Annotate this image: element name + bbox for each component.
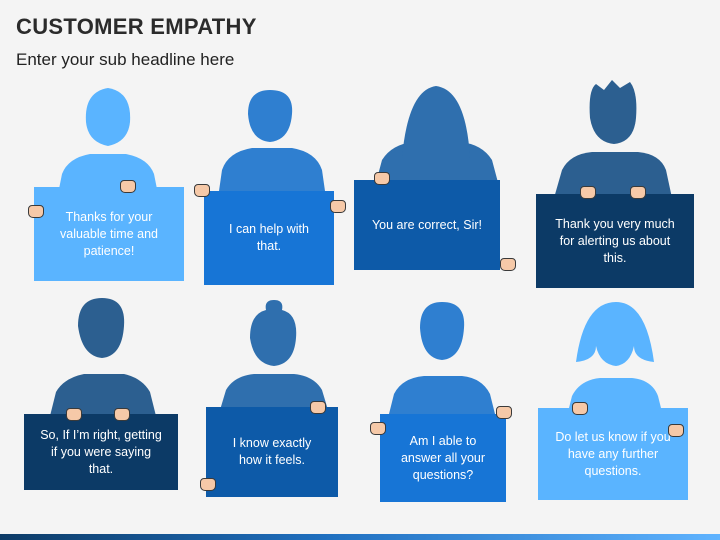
empathy-card-2: I can help with that. [192, 88, 352, 288]
person-silhouette-icon [566, 302, 664, 420]
hand-icon [374, 172, 390, 185]
hand-icon [194, 184, 210, 197]
hand-icon [668, 424, 684, 437]
figure-body [50, 374, 156, 416]
person-silhouette-icon [388, 302, 496, 418]
figure-head [589, 80, 637, 144]
figure-head [250, 300, 297, 366]
sign-text: I can help with that. [229, 222, 309, 253]
hand-icon [370, 422, 386, 435]
sign-board: So, If I’m right, getting if you were sa… [24, 414, 178, 490]
figure-head [402, 86, 470, 158]
sign-board: Thanks for your valuable time and patien… [34, 187, 184, 281]
hand-icon [572, 402, 588, 415]
hand-icon [500, 258, 516, 271]
hand-icon [200, 478, 216, 491]
figure-body [220, 374, 328, 410]
empathy-card-8: Do let us know if you have any further q… [534, 300, 694, 505]
figure-body [554, 152, 672, 198]
person-silhouette-icon [50, 298, 156, 416]
sign-board: Do let us know if you have any further q… [538, 408, 688, 500]
figure-head [248, 90, 293, 142]
hand-icon [330, 200, 346, 213]
sign-text: Thanks for your valuable time and patien… [60, 209, 158, 258]
page-title: CUSTOMER EMPATHY [16, 14, 257, 39]
sign-board: I know exactly how it feels. [206, 407, 338, 497]
sign-text: You are correct, Sir! [371, 217, 482, 232]
sign-board: Thank you very much for alerting us abou… [536, 194, 694, 288]
hand-icon [114, 408, 130, 421]
footer-accent-bar [0, 534, 720, 540]
empathy-card-4: Thank you very much for alerting us abou… [534, 78, 694, 288]
sign-text: So, If I’m right, getting if you were sa… [40, 427, 162, 476]
figure-head [78, 298, 125, 358]
hand-icon [630, 186, 646, 199]
empathy-card-1: Thanks for your valuable time and patien… [28, 84, 188, 284]
person-silhouette-icon [58, 88, 158, 194]
hand-icon [28, 205, 44, 218]
empathy-card-5: So, If I’m right, getting if you were sa… [22, 296, 182, 496]
hand-icon [580, 186, 596, 199]
hand-icon [310, 401, 326, 414]
sign-text: Do let us know if you have any further q… [555, 429, 671, 478]
sign-board: Am I able to answer all your questions? [380, 414, 506, 502]
hand-icon [66, 408, 82, 421]
hand-icon [496, 406, 512, 419]
empathy-card-3: You are correct, Sir! [352, 80, 522, 280]
person-silhouette-icon [220, 300, 328, 410]
hand-icon [120, 180, 136, 193]
sign-board: I can help with that. [204, 191, 334, 285]
sign-text: Thank you very much for alerting us abou… [555, 216, 675, 265]
person-silhouette-icon [218, 90, 326, 198]
empathy-card-7: Am I able to answer all your questions? [368, 298, 518, 508]
sign-text: I know exactly how it feels. [232, 436, 312, 467]
empathy-card-6: I know exactly how it feels. [196, 300, 356, 500]
figure-head [420, 302, 465, 360]
sign-text: Am I able to answer all your questions? [400, 433, 486, 482]
figure-body [388, 376, 496, 418]
page-subtitle: Enter your sub headline here [16, 50, 235, 69]
figure-head [576, 302, 654, 366]
sign-board: You are correct, Sir! [354, 180, 500, 270]
figure-head [85, 88, 131, 146]
figure-body [218, 148, 326, 198]
person-silhouette-icon [554, 80, 672, 198]
person-silhouette-icon [374, 86, 500, 190]
